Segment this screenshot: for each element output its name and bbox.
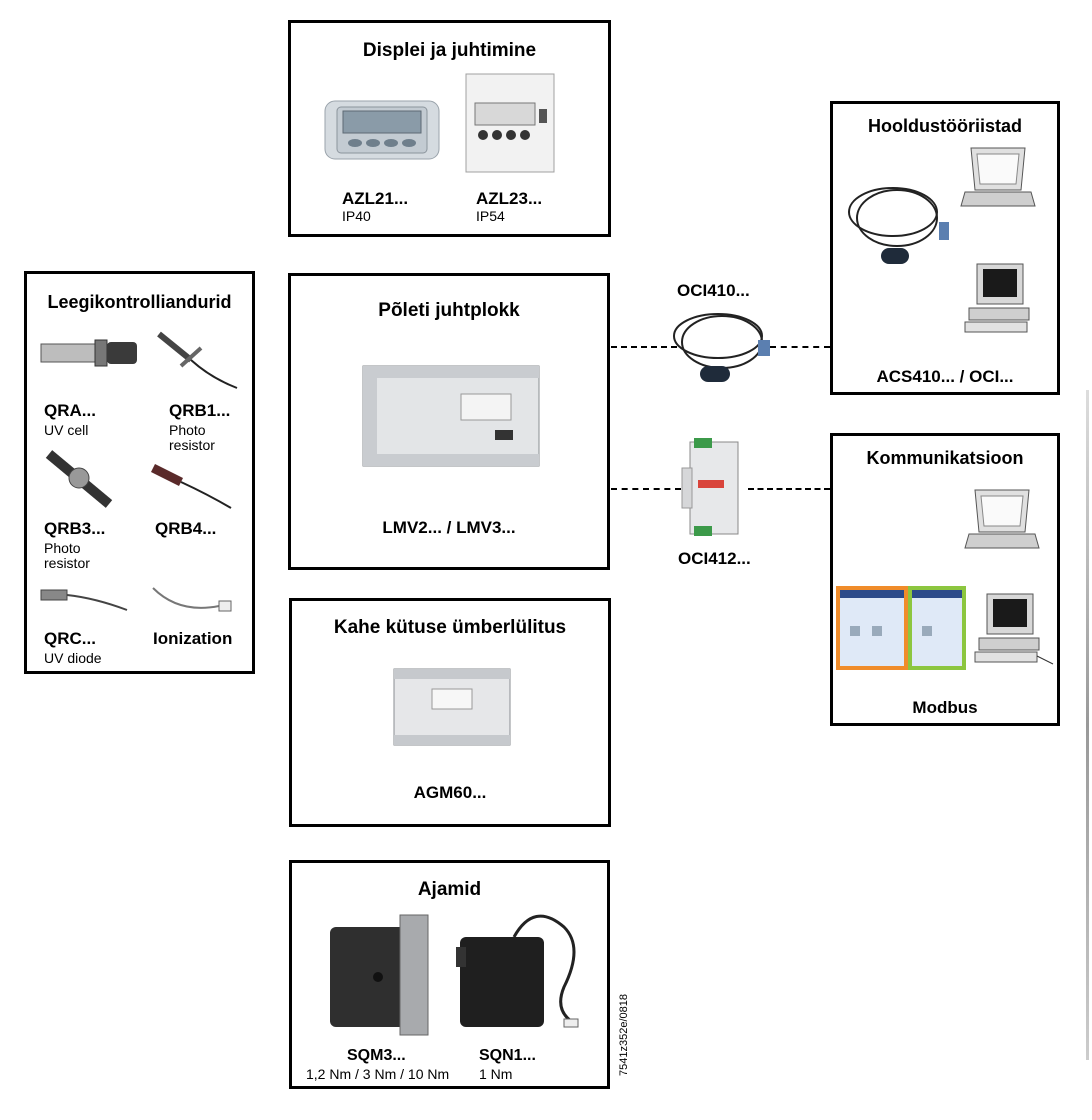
sqn1-actuator-image (456, 914, 579, 1028)
flame-sensors-title: Leegikontrolliandurid (47, 292, 232, 312)
communication-box: Kommunikatsioon Modbus (830, 433, 1060, 726)
azl23-sub: IP54 (476, 208, 505, 224)
qrc-label: QRC... (44, 629, 96, 648)
actuators-title: Ajamid (417, 879, 482, 900)
sqn1-sub: 1 Nm (479, 1066, 513, 1082)
qra-sub: UV cell (44, 422, 89, 438)
ionization-cable-image (152, 587, 232, 612)
sqm3-label: SQM3... (347, 1047, 406, 1064)
oci412-interface-image (681, 438, 739, 536)
dual-fuel-title: Kahe kütuse ümberlülitus (333, 617, 567, 638)
oci410-label: OCI410... (677, 281, 750, 300)
qrb3-label: QRB3... (44, 519, 106, 538)
qrb4-sensor-image (150, 463, 232, 509)
communication-label: Modbus (912, 698, 978, 717)
laptop-icon (964, 489, 1040, 549)
modbus-diagram-image (836, 586, 966, 670)
agm60-label: AGM60... (413, 783, 487, 802)
qrb3-sub: Photo resistor (44, 540, 90, 571)
lmv-label: LMV2... / LMV3... (382, 518, 516, 537)
agm60-module-image (393, 668, 511, 746)
laptop-icon (960, 147, 1036, 207)
service-tools-label: ACS410... / OCI... (876, 367, 1014, 386)
lmv-controller-image (362, 365, 540, 467)
connector-line-oci412-left (611, 488, 681, 490)
desktop-computer-icon (974, 593, 1054, 665)
qrb3-sensor-image (45, 450, 113, 508)
azl23-label: AZL23... (476, 189, 543, 208)
dual-fuel-box: Kahe kütuse ümberlülitus AGM60... (289, 598, 611, 827)
azl23-display-image (465, 73, 555, 173)
display-box-title: Displei ja juhtimine (362, 40, 537, 61)
display-box: Displei ja juhtimine AZL21... IP40 AZL23… (288, 20, 611, 237)
connector-line-oci412-right (748, 488, 830, 490)
actuators-box: Ajamid SQM3... 1,2 Nm / 3 Nm / 10 Nm SQN… (289, 860, 610, 1089)
flame-sensors-box: Leegikontrolliandurid QRA... UV cell QRB… (24, 271, 255, 674)
document-code: 7541z352e/0818 (618, 994, 630, 1076)
burner-control-box: Põleti juhtplokk LMV2... / LMV3... (288, 273, 610, 570)
service-tools-title: Hooldustööriistad (868, 116, 1022, 136)
azl21-label: AZL21... (342, 189, 409, 208)
sqm3-sub: 1,2 Nm / 3 Nm / 10 Nm (306, 1066, 450, 1082)
qrb4-label: QRB4... (155, 519, 217, 538)
oci410-cable-image (848, 187, 949, 264)
qra-sensor-image (40, 339, 137, 367)
qra-label: QRA... (44, 401, 96, 420)
oci412-label: OCI412... (678, 549, 751, 568)
azl21-sub: IP40 (342, 208, 371, 224)
connector-line-oci410-left (611, 346, 677, 348)
qrb1-sub: Photo resistor (169, 422, 215, 453)
sqm3-actuator-image (330, 914, 429, 1036)
service-tools-box: Hooldustööriistad ACS410... / OCI... (830, 101, 1060, 395)
qrc-sensor-image (40, 589, 128, 611)
sqn1-label: SQN1... (479, 1047, 536, 1064)
qrb1-sensor-image (157, 331, 238, 389)
connector-line-oci410-right (770, 346, 830, 348)
ionization-label: Ionization (153, 629, 233, 648)
communication-title: Kommunikatsioon (866, 448, 1024, 468)
desktop-computer-icon (964, 263, 1030, 333)
qrb1-label: QRB1... (169, 401, 231, 420)
burner-control-title: Põleti juhtplokk (378, 300, 520, 321)
oci410-interface-image (673, 313, 770, 382)
qrc-sub: UV diode (44, 650, 102, 666)
azl21-display-image (324, 100, 440, 160)
page-edge-shadow (1086, 390, 1089, 1060)
